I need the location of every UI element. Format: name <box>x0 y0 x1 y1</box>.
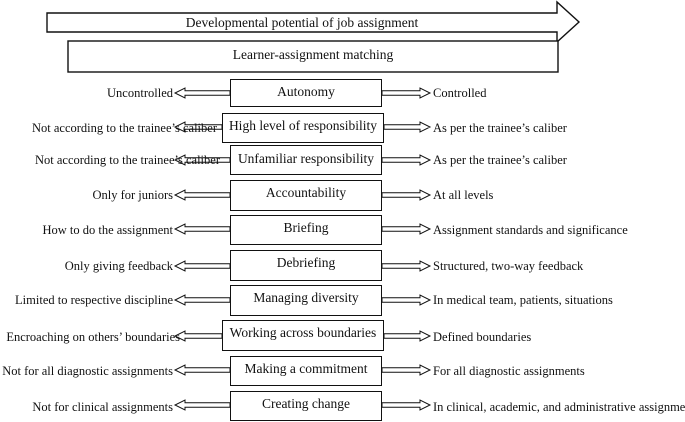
learner-matching-box <box>67 40 559 73</box>
left-label: How to do the assignment <box>42 223 173 237</box>
left-label: Limited to respective discipline <box>15 293 173 307</box>
header-title: Developmental potential of job assignmen… <box>185 15 419 30</box>
right-label: In medical team, patients, situations <box>433 293 613 307</box>
header-subtitle: Learner-assignment matching <box>232 47 394 62</box>
center-box-creating-change: Creating change <box>230 391 382 421</box>
developmental-potential-arrow <box>46 0 581 44</box>
right-label: Structured, two-way feedback <box>433 259 584 273</box>
left-label: Not according to the trainee’s caliber <box>32 121 217 135</box>
center-box-unfamiliar-responsibility: Unfamiliar responsibility <box>230 145 382 175</box>
right-double-arrow <box>381 364 432 376</box>
right-double-arrow <box>381 294 432 306</box>
right-label: Assignment standards and significance <box>433 223 628 237</box>
right-label: In clinical, academic, and administrativ… <box>433 400 685 414</box>
center-box-managing-diversity: Managing diversity <box>230 285 382 316</box>
right-double-arrow <box>383 330 432 342</box>
left-label: Uncontrolled <box>107 86 173 100</box>
center-box-autonomy: Autonomy <box>230 79 382 107</box>
right-label: As per the trainee’s caliber <box>433 153 567 167</box>
right-double-arrow <box>383 121 432 133</box>
right-double-arrow <box>381 223 432 235</box>
left-label: Not for clinical assignments <box>32 400 173 414</box>
center-box-high-level-responsibility: High level of responsibility <box>222 113 384 143</box>
right-label: For all diagnostic assignments <box>433 364 585 378</box>
left-label: Only giving feedback <box>64 259 173 273</box>
left-double-arrow <box>173 223 231 235</box>
left-double-arrow <box>173 399 231 411</box>
left-double-arrow <box>173 294 231 306</box>
right-label: As per the trainee’s caliber <box>433 121 567 135</box>
left-label: Not according to the trainee’s caliber <box>35 153 220 167</box>
center-box-making-commitment: Making a commitment <box>230 356 382 386</box>
right-double-arrow <box>381 87 432 99</box>
left-double-arrow <box>173 364 231 376</box>
center-box-debriefing: Debriefing <box>230 250 382 281</box>
right-label: Defined boundaries <box>433 330 532 344</box>
right-double-arrow <box>381 260 432 272</box>
right-label: Controlled <box>433 86 487 100</box>
right-double-arrow <box>381 399 432 411</box>
right-label: At all levels <box>433 188 494 202</box>
left-double-arrow <box>173 260 231 272</box>
center-box-working-across-boundaries: Working across boundaries <box>222 320 384 351</box>
right-double-arrow <box>381 154 432 166</box>
left-label: Encroaching on others’ boundaries <box>6 330 180 344</box>
center-box-accountability: Accountability <box>230 180 382 211</box>
left-double-arrow <box>173 154 231 166</box>
left-label: Not for all diagnostic assignments <box>2 364 173 378</box>
right-double-arrow <box>381 189 432 201</box>
left-label: Only for juniors <box>92 188 173 202</box>
left-double-arrow <box>173 87 231 99</box>
left-double-arrow <box>173 189 231 201</box>
center-box-briefing: Briefing <box>230 215 382 245</box>
left-double-arrow <box>173 330 223 342</box>
left-double-arrow <box>173 121 223 133</box>
